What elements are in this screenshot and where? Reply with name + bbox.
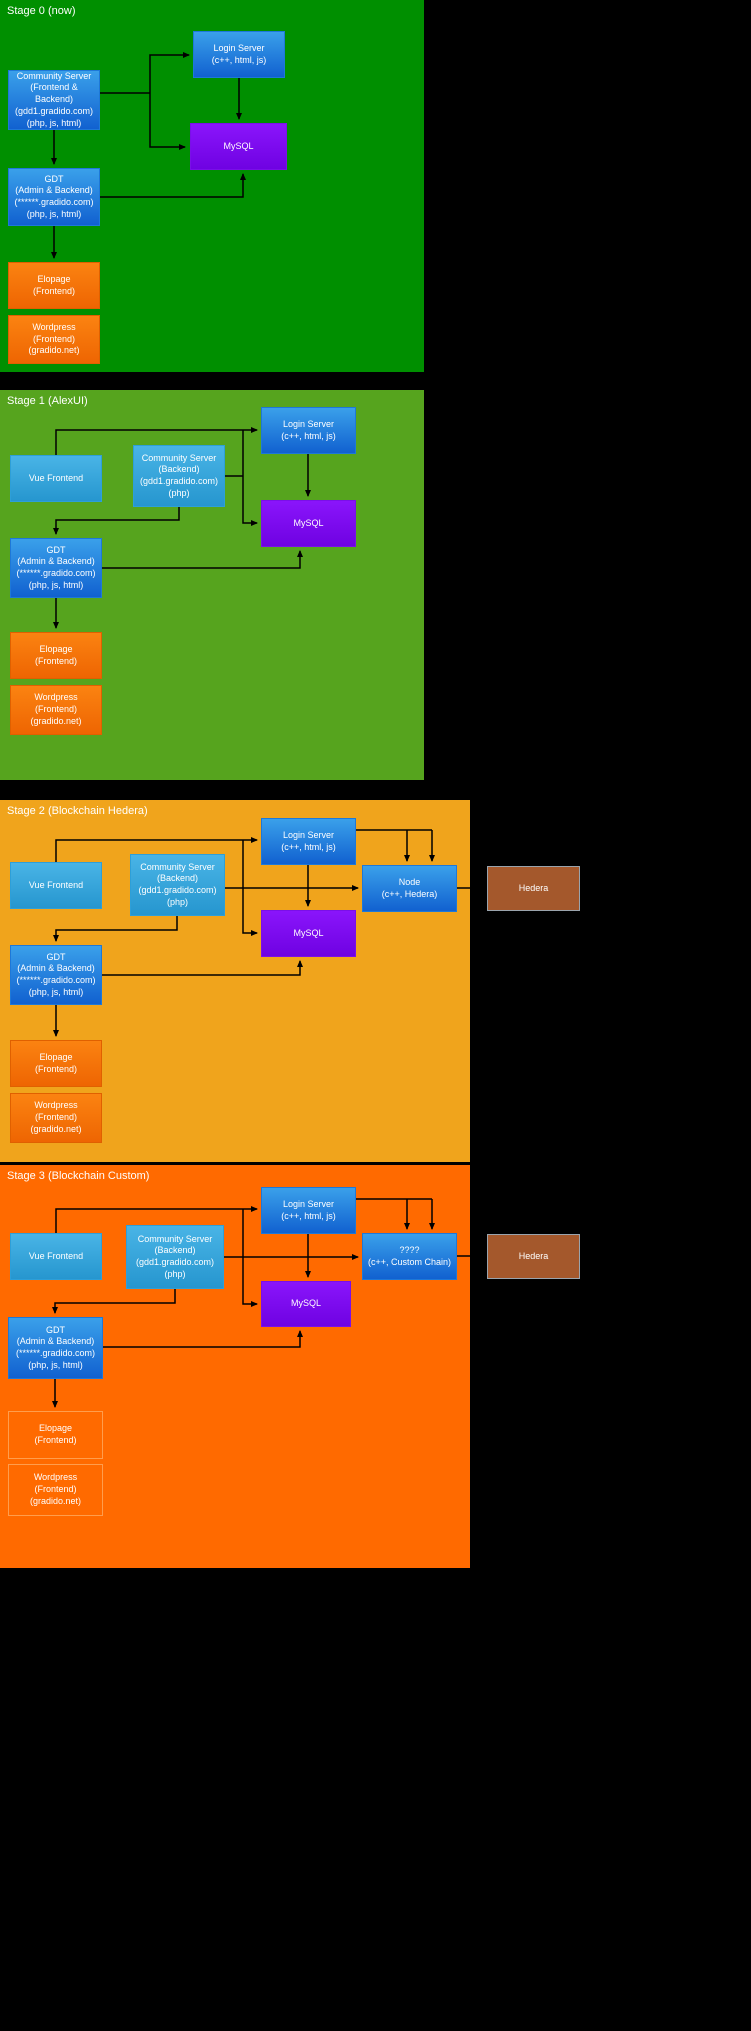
- arrow: [52, 1289, 176, 1314]
- stage2-gdt-node: GDT (Admin & Backend) (******.gradido.co…: [10, 945, 102, 1005]
- stage0-wordpress-node: Wordpress (Frontend) (gradido.net): [8, 315, 100, 364]
- stage3-gdt-node: GDT (Admin & Backend) (******.gradido.co…: [8, 1317, 103, 1379]
- stage0-login-server-node: Login Server (c++, html, js): [193, 31, 285, 78]
- stage0-title: Stage 0 (now): [7, 5, 76, 17]
- stage-1: Stage 1 (AlexUI) Vue Frontend Community …: [0, 390, 424, 780]
- stage3-title: Stage 3 (Blockchain Custom): [7, 1170, 150, 1182]
- arrow: [242, 1209, 258, 1307]
- arrow: [53, 507, 180, 535]
- stage3-hedera-external-node: Hedera: [487, 1234, 580, 1279]
- stage1-mysql-node: MySQL: [261, 500, 356, 547]
- stage1-community-server-node: Community Server (Backend) (gdd1.gradido…: [133, 445, 225, 507]
- arrow: [102, 550, 303, 569]
- stage3-elopage-node: Elopage (Frontend): [8, 1411, 103, 1459]
- arrow: [149, 52, 190, 93]
- stage-0: Stage 0 (now) Community Server (Frontend…: [0, 0, 424, 372]
- stage2-mysql-node: MySQL: [261, 910, 356, 957]
- stage2-community-server-node: Community Server (Backend) (gdd1.gradido…: [130, 854, 225, 916]
- arrow: [242, 840, 258, 936]
- stage0-mysql-node: MySQL: [190, 123, 287, 170]
- stage3-login-server-node: Login Server (c++, html, js): [261, 1187, 356, 1234]
- arrow: [242, 430, 258, 526]
- stage2-title: Stage 2 (Blockchain Hedera): [7, 805, 148, 817]
- arrow: [100, 173, 246, 198]
- stage3-mysql-node: MySQL: [261, 1281, 351, 1327]
- arrow: [53, 916, 178, 942]
- stage1-wordpress-node: Wordpress (Frontend) (gradido.net): [10, 685, 102, 735]
- stage0-gdt-node: GDT (Admin & Backend) (******.gradido.co…: [8, 168, 100, 226]
- stage0-elopage-node: Elopage (Frontend): [8, 262, 100, 309]
- arrow: [149, 93, 186, 150]
- stage3-vue-frontend-node: Vue Frontend: [10, 1233, 102, 1280]
- stage2-wordpress-node: Wordpress (Frontend) (gradido.net): [10, 1093, 102, 1143]
- arrow: [103, 1330, 303, 1348]
- stage2-elopage-node: Elopage (Frontend): [10, 1040, 102, 1087]
- stage1-title: Stage 1 (AlexUI): [7, 395, 88, 407]
- stage0-community-server-node: Community Server (Frontend & Backend) (g…: [8, 70, 100, 130]
- stage1-vue-frontend-node: Vue Frontend: [10, 455, 102, 502]
- stage3-custom-chain-node: ???? (c++, Custom Chain): [362, 1233, 457, 1280]
- stage2-vue-frontend-node: Vue Frontend: [10, 862, 102, 909]
- stage-2: Stage 2 (Blockchain Hedera) Vue Frontend…: [0, 800, 470, 1162]
- stage2-hedera-external-node: Hedera: [487, 866, 580, 911]
- stage2-hedera-node-node: Node (c++, Hedera): [362, 865, 457, 912]
- stage1-gdt-node: GDT (Admin & Backend) (******.gradido.co…: [10, 538, 102, 598]
- stage2-login-server-node: Login Server (c++, html, js): [261, 818, 356, 865]
- stage-3: Stage 3 (Blockchain Custom) Vue Frontend…: [0, 1165, 470, 1568]
- stage3-wordpress-node: Wordpress (Frontend) (gradido.net): [8, 1464, 103, 1516]
- stage3-community-server-node: Community Server (Backend) (gdd1.gradido…: [126, 1225, 224, 1289]
- arrow: [102, 960, 303, 976]
- stage1-elopage-node: Elopage (Frontend): [10, 632, 102, 679]
- stage1-login-server-node: Login Server (c++, html, js): [261, 407, 356, 454]
